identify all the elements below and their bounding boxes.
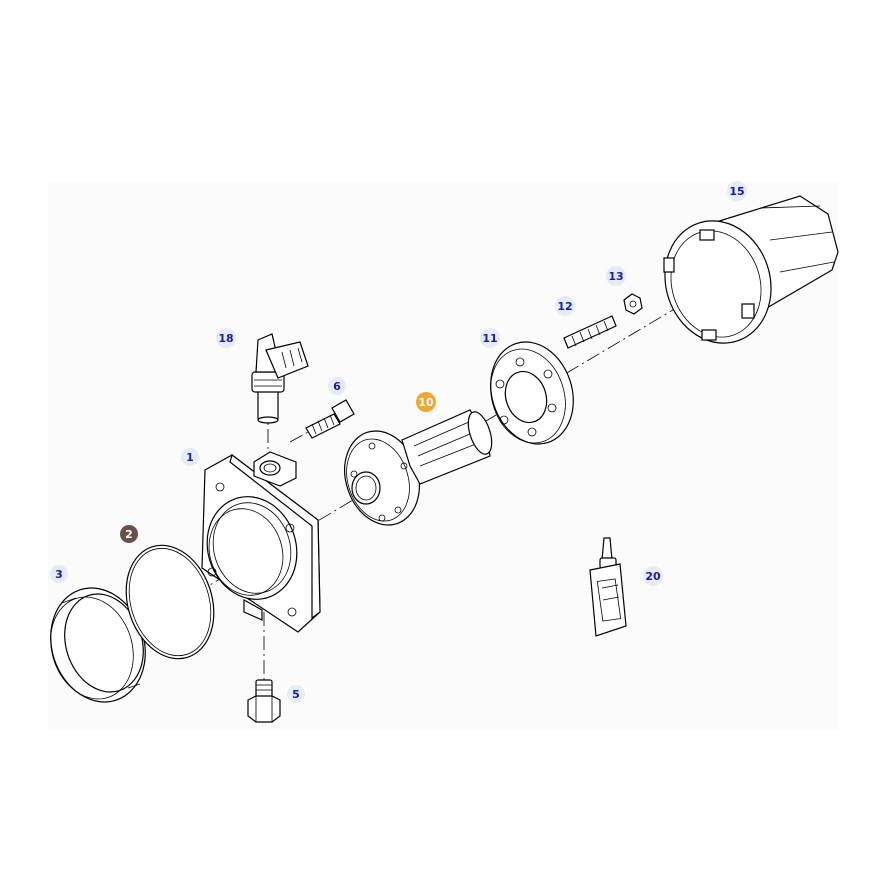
callout-11-label: 11	[482, 332, 497, 345]
callout-halo	[643, 566, 663, 586]
callout-5-label: 5	[292, 688, 300, 701]
sealant-bottle-part	[589, 537, 627, 637]
callout-20: 20	[643, 566, 663, 586]
callout-12-label: 12	[557, 300, 572, 313]
callout-halo	[50, 565, 68, 583]
callout-1-label: 1	[186, 451, 194, 464]
callout-13-label: 13	[608, 270, 623, 283]
callout-10-label: 10	[418, 396, 434, 409]
callout-6-label: 6	[333, 380, 341, 393]
drive-shaft-part	[344, 409, 493, 526]
callout-20-label: 20	[645, 570, 661, 583]
callout-halo	[555, 296, 575, 316]
callout-15-label: 15	[729, 185, 744, 198]
screw-part	[305, 399, 355, 439]
sensor-part	[251, 333, 309, 424]
callout-halo	[480, 328, 500, 348]
callout-10: 10	[416, 392, 436, 412]
callout-halo	[606, 266, 626, 286]
callout-11: 11	[480, 328, 500, 348]
callout-1: 1	[181, 448, 199, 466]
callout-halo	[181, 448, 199, 466]
socket-tool-part	[663, 195, 839, 344]
o-ring-part	[125, 544, 215, 660]
callout-13: 13	[606, 266, 626, 286]
callout-2: 2	[120, 525, 138, 543]
callout-3: 3	[50, 565, 68, 583]
nut-part	[623, 293, 643, 315]
callout-5: 5	[287, 685, 305, 703]
stud-part	[563, 315, 617, 349]
flange-ring-part	[490, 341, 574, 445]
callout-3-label: 3	[55, 568, 63, 581]
screw-axis-line	[289, 419, 331, 443]
callout-2-label: 2	[125, 528, 133, 541]
callout-2-highlight	[120, 525, 138, 543]
callout-15: 15	[727, 181, 747, 201]
drain-plug-part	[247, 679, 281, 723]
callout-halo	[727, 181, 747, 201]
seal-ring-part	[50, 587, 146, 703]
housing-part	[201, 451, 321, 633]
callout-12: 12	[555, 296, 575, 316]
callout-halo	[216, 328, 236, 348]
callout-18: 18	[216, 328, 236, 348]
callout-10-highlight	[416, 392, 436, 412]
callout-halo	[328, 377, 346, 395]
callout-6: 6	[328, 377, 346, 395]
callout-halo	[287, 685, 305, 703]
callout-18-label: 18	[218, 332, 233, 345]
